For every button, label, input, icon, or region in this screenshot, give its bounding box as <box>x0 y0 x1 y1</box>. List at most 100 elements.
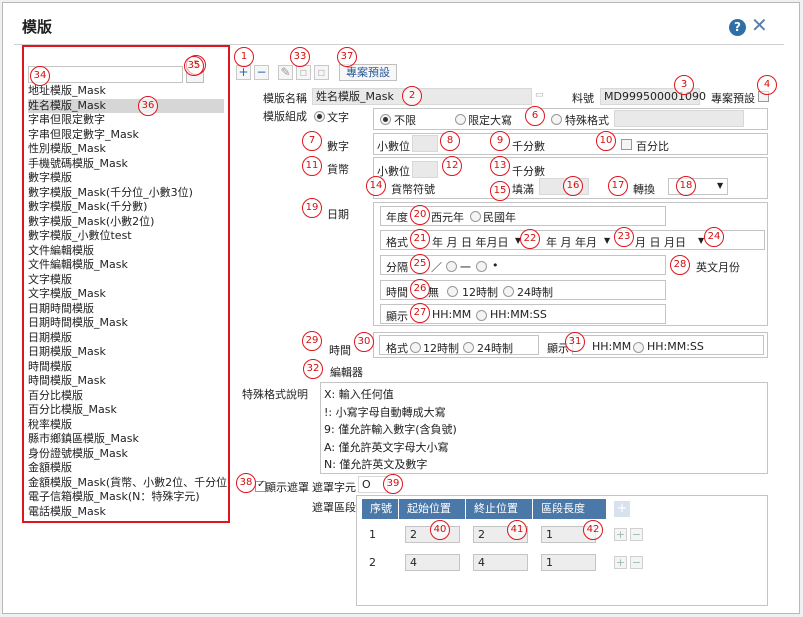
help-icon[interactable]: ? <box>729 19 746 36</box>
text-limit-radio[interactable] <box>455 114 466 125</box>
time-12-radio[interactable] <box>410 342 421 353</box>
row-2-end-input[interactable]: 4 <box>473 554 528 571</box>
template-list-item[interactable]: 縣市鄉鎮區模版_Mask <box>28 432 139 445</box>
year-label: 年度 <box>386 211 408 224</box>
template-list-item[interactable]: 電話模版_Mask <box>28 504 106 518</box>
template-list-item[interactable]: 數字模版_Mask(千分數) <box>28 200 148 213</box>
cancel-button[interactable]: ▫ <box>314 65 329 80</box>
template-list-item[interactable]: 文字模版_Mask <box>28 287 106 300</box>
row-2-no: 2 <box>369 556 376 569</box>
percent-checkbox[interactable] <box>621 139 632 150</box>
year-roc-radio[interactable] <box>470 211 481 222</box>
template-list-item[interactable]: 姓名模版_Mask <box>28 98 224 113</box>
row-2-add-icon[interactable]: + <box>614 556 627 569</box>
template-list-item[interactable]: 文件編輯模版 <box>28 243 94 257</box>
template-search-input[interactable] <box>28 66 183 83</box>
text-none-radio[interactable] <box>380 114 391 125</box>
text-special-label: 特殊格式 <box>565 114 609 127</box>
time-24-radio[interactable] <box>463 342 474 353</box>
col-header-start: 起始位置 <box>399 499 465 519</box>
number-panel <box>373 133 768 155</box>
add-button[interactable]: + <box>236 65 251 80</box>
mask-show-checkbox[interactable]: ✓ <box>255 479 266 492</box>
project-default-button[interactable]: 專案預設 <box>339 64 397 81</box>
template-list-item[interactable]: 字串但限定數字_Mask <box>28 127 139 141</box>
annotation-badge-35: 35 <box>184 56 204 76</box>
name-input[interactable]: 姓名模版_Mask <box>312 88 532 105</box>
row-2-remove-icon[interactable]: − <box>630 556 643 569</box>
add-row-button[interactable]: + <box>614 501 630 517</box>
number-label: 數字 <box>327 140 349 153</box>
separator-label: 分隔 <box>386 261 408 274</box>
template-list-item[interactable]: 性別模版_Mask <box>28 142 106 155</box>
annotation-badge-42: 42 <box>583 520 603 540</box>
name-lookup-icon[interactable]: ▭ <box>535 90 544 100</box>
template-list-item[interactable]: 電子信箱模版_Mask(N：特殊字元) <box>28 490 200 503</box>
template-list-item[interactable]: 數字模版_Mask(小數2位) <box>28 214 155 228</box>
template-list-item[interactable]: 手機號碼模版_Mask <box>28 156 128 170</box>
separator-radio-3[interactable] <box>476 261 487 272</box>
template-list-item[interactable]: 百分比模版_Mask <box>28 403 117 416</box>
special-desc-line: X: 輸入任何值 <box>324 388 394 401</box>
remove-button[interactable]: − <box>254 65 269 80</box>
row-1-no: 1 <box>369 528 376 541</box>
format-option-2[interactable]: 年 月 年月 <box>546 236 597 249</box>
template-list-item[interactable]: 文件編輯模版_Mask <box>28 258 128 271</box>
separator-option-1[interactable]: ／ <box>431 261 442 274</box>
special-desc-line: 9: 僅允許輸入數字(含負號) <box>324 423 457 436</box>
row-2-start-input[interactable]: 4 <box>405 554 460 571</box>
decimal-label: 小數位 <box>377 140 410 153</box>
show-hms-radio[interactable] <box>476 310 487 321</box>
text-radio[interactable] <box>314 111 325 122</box>
text-special-radio[interactable] <box>551 114 562 125</box>
clock-12-radio[interactable] <box>447 286 458 297</box>
year-roc-label: 民國年 <box>483 211 516 224</box>
template-list-item[interactable]: 地址模版_Mask <box>28 84 106 97</box>
mask-range-label: 遮罩區段 <box>312 501 356 514</box>
text-limit-label: 限定大寫 <box>468 114 512 127</box>
show-hm-label: HH:MM <box>432 308 472 321</box>
fill-label: 填滿 <box>512 183 534 196</box>
edit-button[interactable]: ✎ <box>278 65 293 80</box>
template-list-item[interactable]: 數字模版_小數位test <box>28 229 132 242</box>
template-list-item[interactable]: 字串但限定數字 <box>28 113 105 126</box>
template-list-item[interactable]: 時間模版 <box>28 359 72 373</box>
template-list-item[interactable]: 數字模版 <box>28 171 72 184</box>
save-button[interactable]: ▫ <box>296 65 311 80</box>
template-list-item[interactable]: 日期時間模版_Mask <box>28 316 128 329</box>
time-hms-radio[interactable] <box>633 342 644 353</box>
format-option-1[interactable]: 年 月 日 年月日 <box>432 236 509 249</box>
row-1-add-icon[interactable]: + <box>614 528 627 541</box>
template-list-item[interactable]: 稅率模版 <box>28 417 72 431</box>
template-list-item[interactable]: 日期模版_Mask <box>28 345 106 358</box>
currency-decimal-input[interactable] <box>412 161 438 178</box>
special-format-input[interactable] <box>614 110 744 127</box>
format-option-3[interactable]: 月 日 月日 <box>635 236 686 249</box>
currency-symbol-label: 貨幣符號 <box>391 183 435 196</box>
template-list-item[interactable]: 日期模版 <box>28 330 72 344</box>
template-list-item[interactable]: 金額模版_Mask(貨幣、小數2位、千分位 <box>28 475 228 489</box>
template-list-item[interactable]: 時間模版_Mask <box>28 374 106 387</box>
template-list-item[interactable]: 百分比模版 <box>28 388 83 402</box>
dialog-title: 模版 <box>22 18 53 36</box>
clock-24-radio[interactable] <box>503 286 514 297</box>
annotation-badge-22: 22 <box>520 229 540 249</box>
year-row <box>380 206 666 226</box>
decimal-input[interactable] <box>412 135 438 152</box>
template-list-item[interactable]: 身份證號模版_Mask <box>28 446 128 460</box>
separator-radio-2[interactable] <box>446 261 457 272</box>
annotation-badge-11: 11 <box>302 156 322 176</box>
template-list-item[interactable]: 文字模版 <box>28 272 72 286</box>
format-2-chevron-down-icon: ▼ <box>604 236 611 245</box>
annotation-badge-2: 2 <box>402 86 422 106</box>
row-2-length-input[interactable]: 1 <box>541 554 596 571</box>
template-list-item[interactable]: 金額模版 <box>28 461 72 474</box>
row-1-remove-icon[interactable]: − <box>630 528 643 541</box>
close-icon[interactable]: ✕ <box>751 13 768 37</box>
annotation-badge-32: 32 <box>303 359 323 379</box>
time-12-label: 12時制 <box>423 342 459 355</box>
template-list-item[interactable]: 日期時間模版 <box>28 301 94 315</box>
annotation-badge-37: 37 <box>337 47 357 67</box>
annotation-badge-28: 28 <box>670 255 690 275</box>
template-list-item[interactable]: 數字模版_Mask(千分位_小數3位) <box>28 185 193 199</box>
